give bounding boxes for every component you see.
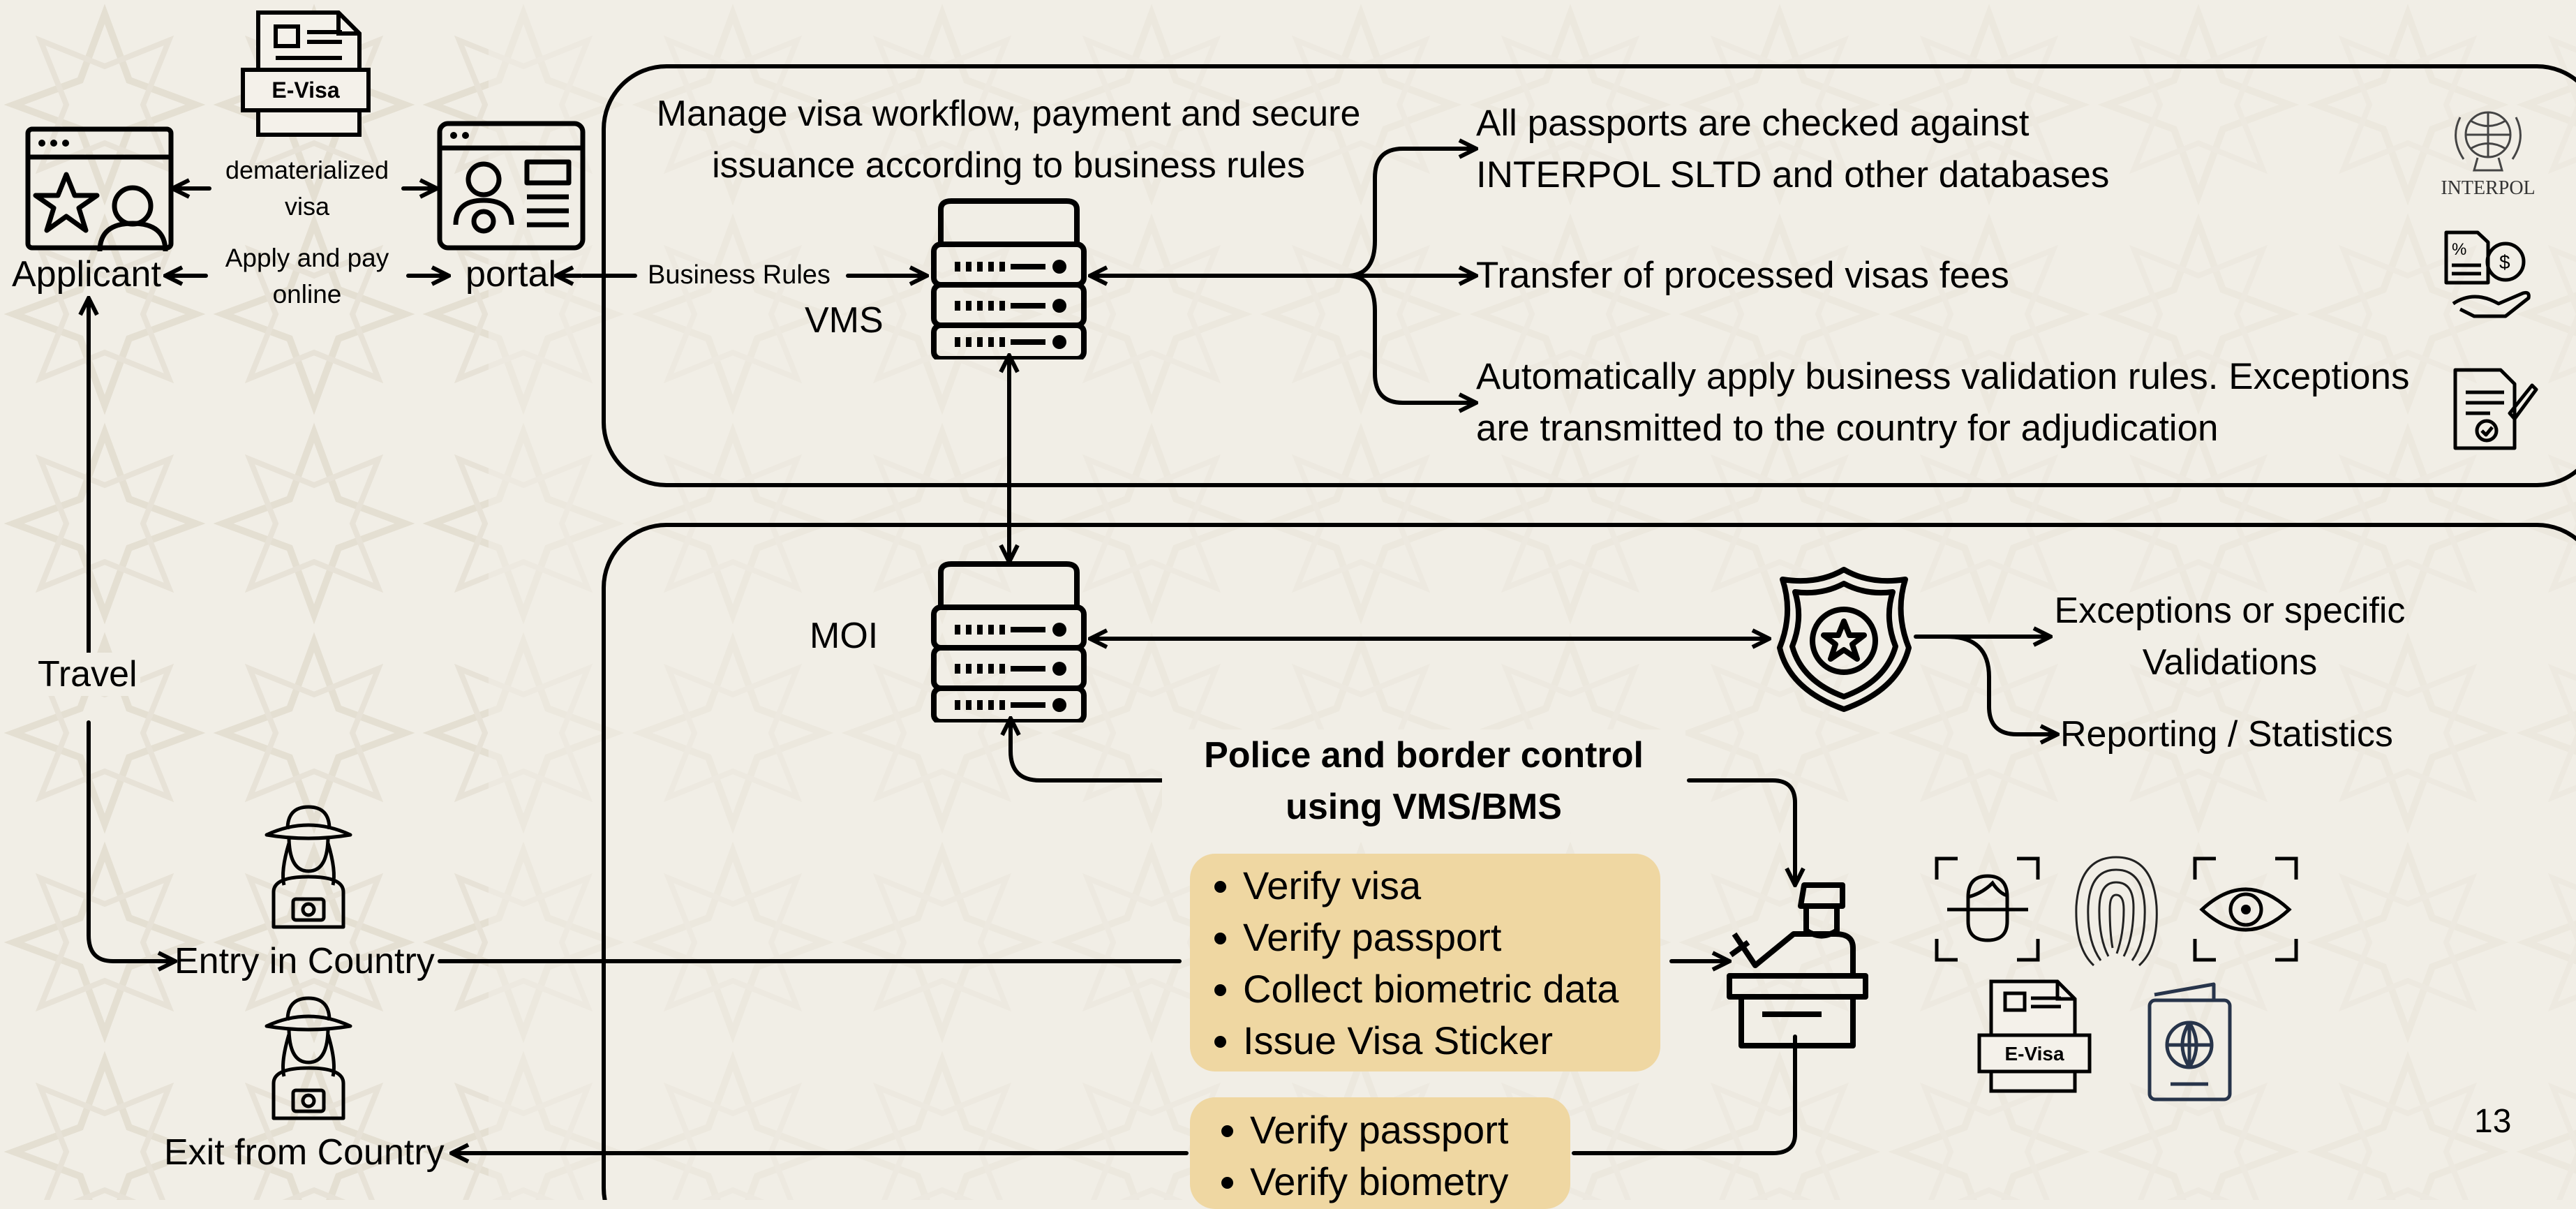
fees-transfer-text: Transfer of processed visas fees <box>1476 255 2009 296</box>
exit-line <box>1572 1034 1797 1155</box>
evisa-small-icon: E-Visa <box>1977 979 2092 1093</box>
entry-task: Issue Visa Sticker <box>1243 1015 1660 1067</box>
exceptions-label: Exceptions or specific Validations <box>2054 591 2406 683</box>
fingerprint-icon <box>2075 856 2158 967</box>
exit-task: Verify biometry <box>1250 1156 1570 1208</box>
portal-label: portal <box>466 254 557 295</box>
arrow-to-moi <box>1011 720 1168 782</box>
border-officer-icon <box>1727 882 1868 1048</box>
business-validation-text: Automatically apply business validation … <box>1476 356 2410 449</box>
interpol-label: INTERPOL <box>2441 177 2535 199</box>
dematerialized-visa-label: dematerialized visa <box>225 156 389 221</box>
evisa-label: E-Visa <box>271 77 339 103</box>
iris-scan-icon <box>2193 856 2298 962</box>
page-number: 13 <box>2474 1103 2512 1140</box>
applicant-label: Applicant <box>12 254 161 295</box>
apply-pay-label: Apply and pay online <box>225 244 389 309</box>
arrow-interpol <box>1345 149 1474 278</box>
applicant-web-icon <box>25 126 174 252</box>
border-control-title: Police and border control using VMS/BMS <box>1162 729 1685 833</box>
arrow-to-officer <box>1687 778 1795 883</box>
passport-icon <box>2147 982 2232 1102</box>
face-scan-icon <box>1935 856 2040 962</box>
moi-label: MOI <box>810 616 879 656</box>
arrow-rules <box>1345 274 1474 403</box>
fees-icon: % $ <box>2444 230 2531 318</box>
svg-text:$: $ <box>2499 251 2510 273</box>
approval-document-icon <box>2453 368 2538 450</box>
travel-label: Travel <box>35 653 140 697</box>
portal-icon <box>437 121 586 251</box>
entry-tasks-box: Verify visa Verify passport Collect biom… <box>1190 854 1660 1071</box>
exit-label: Exit from Country <box>164 1132 445 1173</box>
evisa-small-label: E-Visa <box>2004 1043 2064 1065</box>
business-rules-label: Business Rules <box>648 260 831 290</box>
vms-label: VMS <box>805 300 884 341</box>
vms-description: Manage visa workflow, payment and secure… <box>656 94 1361 186</box>
reporting-label: Reporting / Statistics <box>2060 714 2393 755</box>
interpol-logo-icon: INTERPOL <box>2441 111 2536 199</box>
entry-task: Verify passport <box>1243 912 1660 963</box>
exit-task: Verify passport <box>1250 1104 1570 1156</box>
entry-task: Collect biometric data <box>1243 963 1660 1015</box>
entry-label: Entry in Country <box>174 941 435 981</box>
travel-line-bottom <box>87 720 173 961</box>
police-badge-icon <box>1777 567 1912 712</box>
traveler-entry-icon <box>265 805 352 929</box>
evisa-document-icon: E-Visa <box>241 10 371 137</box>
moi-server-icon <box>931 561 1087 722</box>
svg-text:%: % <box>2452 240 2466 259</box>
traveler-exit-icon <box>265 996 352 1120</box>
vms-server-icon <box>931 198 1087 359</box>
exit-tasks-box: Verify passport Verify biometry <box>1190 1097 1570 1209</box>
interpol-check-text: All passports are checked against INTERP… <box>1476 103 2110 195</box>
moi-container <box>602 523 2576 1200</box>
entry-task: Verify visa <box>1243 860 1660 912</box>
arrow-reporting <box>1945 635 2055 734</box>
